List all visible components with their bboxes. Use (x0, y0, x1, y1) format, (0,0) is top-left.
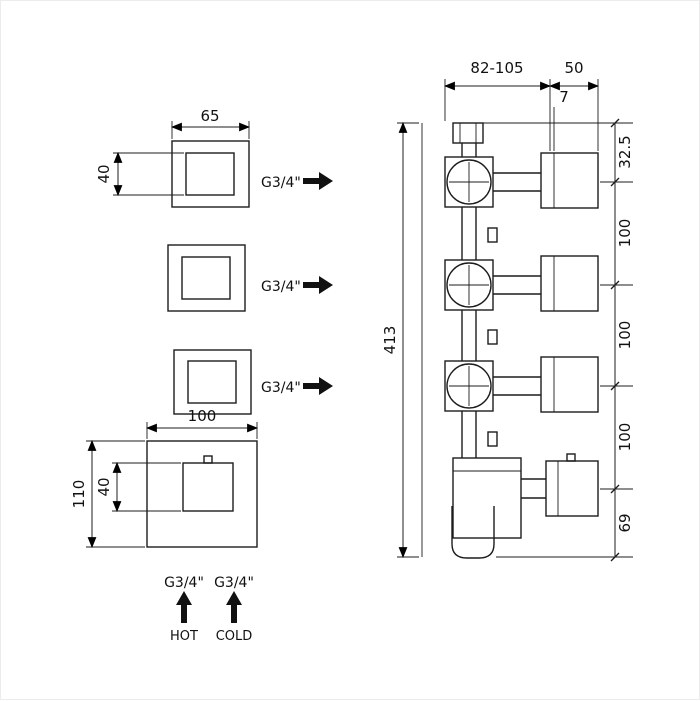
dim-handle-length-label: 50 (564, 59, 583, 77)
dim-overall-height: 413 (381, 121, 419, 559)
flow-arrow-icon (303, 276, 333, 294)
dim-handle-length: 50 (548, 59, 600, 151)
flow-arrow-icon (303, 172, 333, 190)
dim-plate-width: 100 (145, 407, 259, 439)
dim-depth-range-label: 82-105 (470, 59, 523, 77)
dim-port-spacing-label-2: 100 (616, 321, 634, 350)
dim-plate-height-label: 110 (70, 480, 88, 509)
outlet-1: G3/4" (261, 172, 333, 191)
dim-plate-width-label: 100 (188, 407, 217, 425)
trim-knob-3 (173, 349, 252, 415)
hot-thread-label: G3/4" (164, 575, 204, 591)
dim-knob-height-label: 40 (95, 164, 113, 183)
dim-port-spacing-label-1: 100 (616, 219, 634, 248)
dim-flange-thickness: 7 (553, 88, 569, 151)
trim-knob-1 (171, 140, 250, 208)
spout-outline (451, 506, 495, 559)
handle-1 (493, 152, 599, 209)
side-view: 413 82-105 50 7 (381, 59, 634, 562)
stop-valve-stem-3 (487, 431, 498, 447)
cartridge-circle-2 (446, 262, 492, 308)
stop-valve-stem-1 (487, 227, 498, 243)
trim-knob-2 (167, 244, 246, 312)
cold-thread-label: G3/4" (214, 575, 254, 591)
dim-plate-knob-height-label: 40 (95, 477, 113, 496)
stop-valve-stem-2 (487, 329, 498, 345)
dim-bottom-spacing-label: 69 (616, 513, 634, 532)
inlet-cold: G3/4" COLD (214, 575, 254, 644)
outlet-3: G3/4" (261, 377, 333, 396)
dim-knob-width-label: 65 (200, 107, 219, 125)
hot-label: HOT (170, 629, 198, 644)
outlet-thread-label-1: G3/4" (261, 175, 301, 191)
cartridge-circle-3 (446, 363, 492, 409)
valve-body (444, 122, 522, 559)
handle-3 (493, 356, 599, 413)
dim-plate-knob-height: 40 (95, 461, 181, 513)
dim-chain-right: 32.5 100 100 100 69 (483, 118, 634, 562)
hot-inlet-arrow-icon (176, 591, 192, 623)
front-view: 65 40 G3/4" G3/4" G3/4" (70, 107, 333, 644)
outlet-thread-label-3: G3/4" (261, 380, 301, 396)
dim-knob-width: 65 (170, 107, 251, 139)
inlet-hot: G3/4" HOT (164, 575, 204, 644)
dim-depth-range: 82-105 (443, 59, 552, 151)
dim-port-spacing-label-3: 100 (616, 423, 634, 452)
cartridge-circle-1 (446, 159, 492, 205)
outlet-thread-label-2: G3/4" (261, 279, 301, 295)
outlet-2: G3/4" (261, 276, 333, 295)
handle-2 (493, 255, 599, 312)
dim-overall-height-label: 413 (381, 326, 399, 355)
dim-knob-height: 40 (95, 151, 184, 197)
dim-top-spacing-label: 32.5 (616, 135, 634, 168)
flow-arrow-icon (303, 377, 333, 395)
handle-4-thermostat (521, 453, 599, 517)
dim-plate-height: 110 (70, 439, 145, 549)
cold-inlet-arrow-icon (226, 591, 242, 623)
thermostat-block (452, 457, 522, 539)
mounting-plate (146, 440, 258, 548)
cold-label: COLD (216, 629, 253, 644)
dim-flange-thickness-label: 7 (559, 88, 569, 106)
